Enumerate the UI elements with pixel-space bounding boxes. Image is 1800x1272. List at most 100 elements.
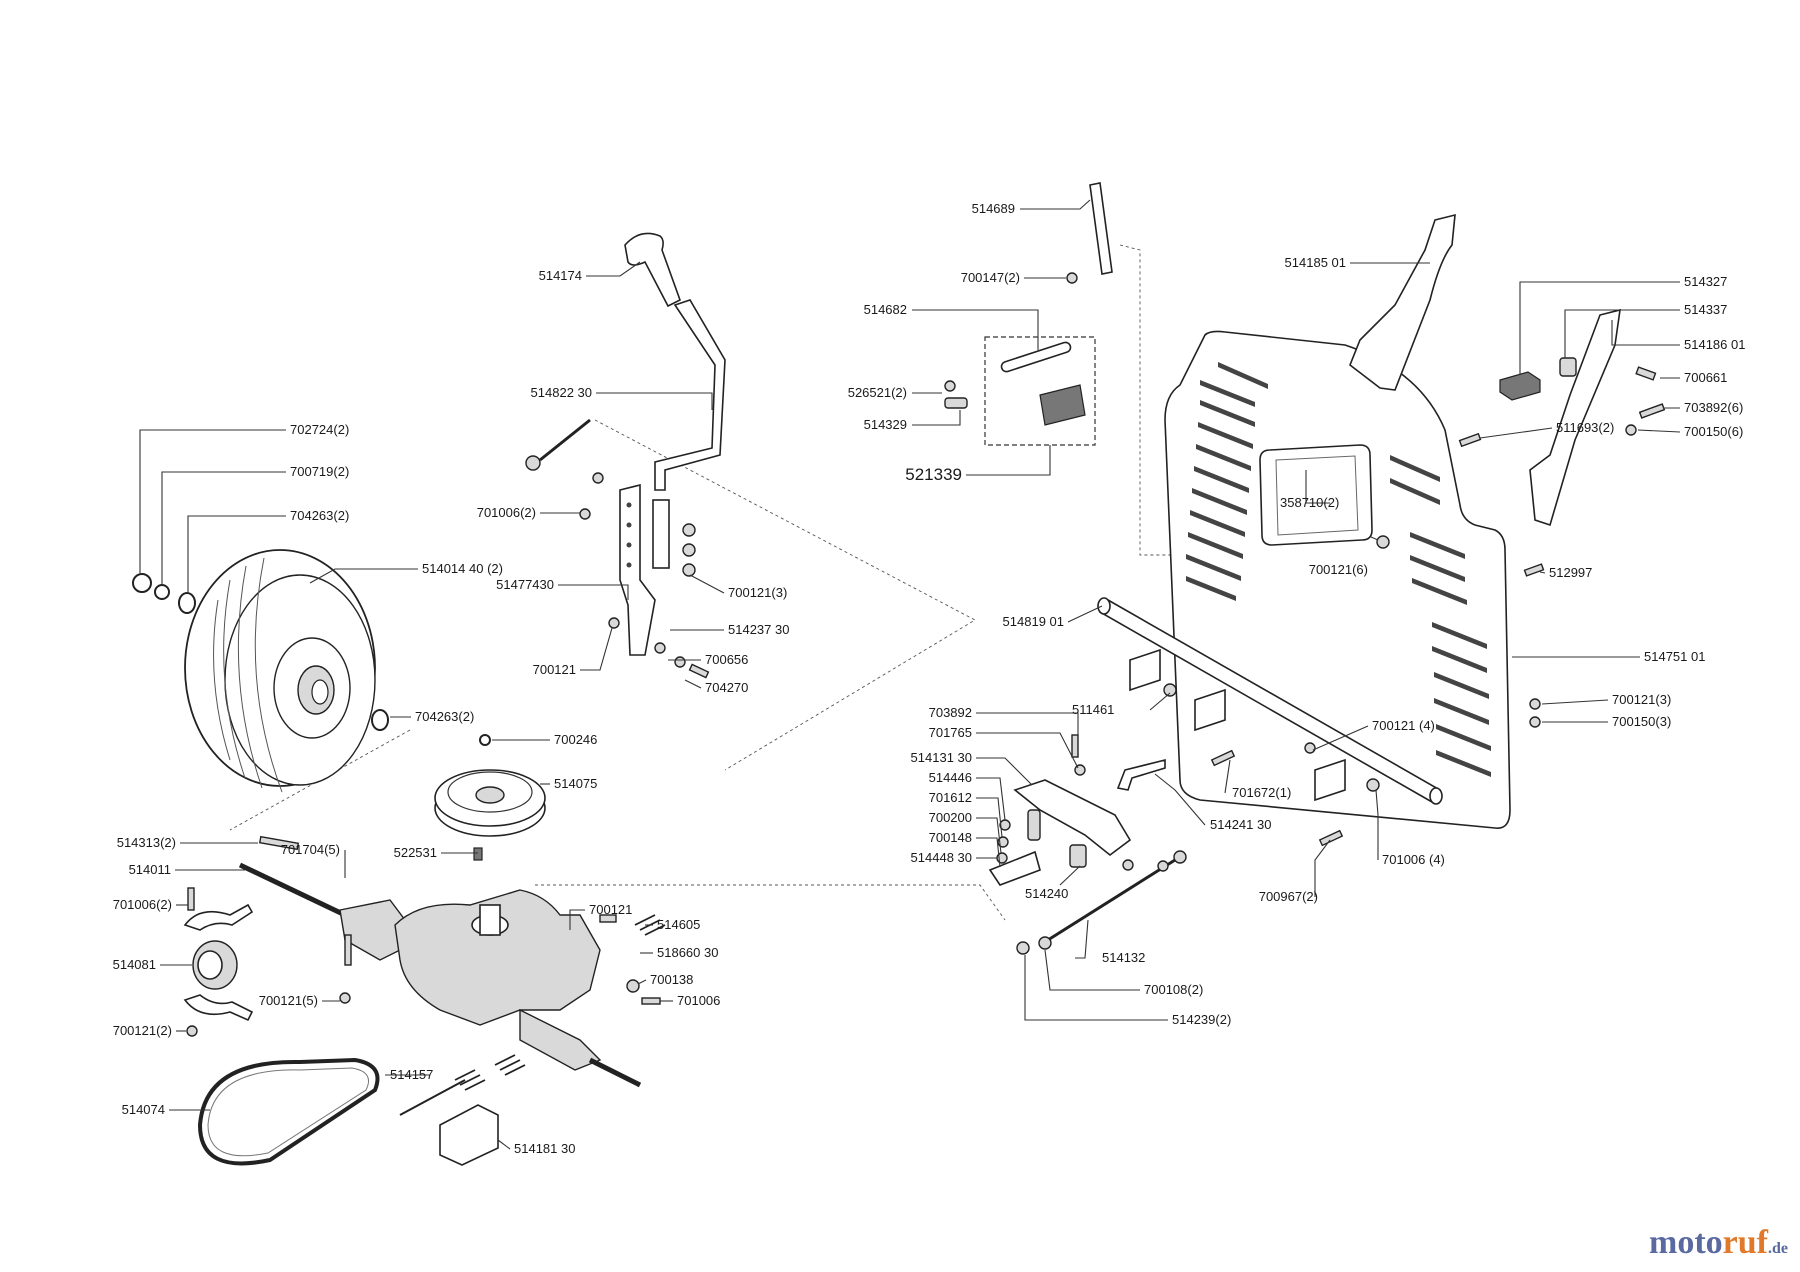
brake-linkage (988, 734, 1166, 886)
strap-514682 (1000, 341, 1072, 373)
watermark-part1: moto (1649, 1224, 1723, 1261)
label-514075: 514075 (554, 776, 597, 791)
lever-assembly (525, 232, 726, 679)
label-514186: 514186 01 (1684, 337, 1745, 352)
label-700108: 700108(2) (1144, 982, 1203, 997)
pulley (434, 734, 546, 861)
label-700148: 700148 (929, 830, 972, 845)
label-704270: 704270 (705, 680, 748, 695)
label-700138: 700138 (650, 972, 693, 987)
label-704263b: 704263(2) (415, 709, 474, 724)
drive-belt (197, 1057, 380, 1166)
plate-louvres (1186, 362, 1491, 777)
bolt-703892 (1638, 403, 1666, 419)
label-514329: 514329 (864, 417, 907, 432)
label-514313: 514313(2) (117, 835, 176, 850)
nut-700121-6 (1376, 535, 1390, 549)
bolt-512997 (1523, 563, 1545, 577)
label-704263a: 704263(2) (290, 508, 349, 523)
label-701006-2b: 701006(2) (113, 897, 172, 912)
label-703892: 703892 (929, 705, 972, 720)
label-514689: 514689 (972, 201, 1015, 216)
label-514446: 514446 (929, 770, 972, 785)
label-701006-4: 701006 (4) (1382, 852, 1445, 867)
leader-lines (139, 199, 1681, 1150)
label-701704: 701704(5) (281, 842, 340, 857)
label-700121-6: 700121(6) (1309, 562, 1368, 577)
watermark-part2: ruf (1722, 1224, 1768, 1261)
label-703892-6: 703892(6) (1684, 400, 1743, 415)
strap-514689 (1089, 182, 1113, 275)
label-514237: 514237 30 (728, 622, 789, 637)
kit-521339-box (984, 336, 1096, 446)
label-700656: 700656 (705, 652, 748, 667)
label-526521: 526521(2) (848, 385, 907, 400)
label-522531: 522531 (394, 845, 437, 860)
label-700719: 700719(2) (290, 464, 349, 479)
label-700121b: 700121 (589, 902, 632, 917)
label-514822: 514822 30 (531, 385, 592, 400)
label-514185: 514185 01 (1285, 255, 1346, 270)
label-700246: 700246 (554, 732, 597, 747)
label-514682: 514682 (864, 302, 907, 317)
nut-700147 (1066, 272, 1078, 284)
bearing-bracket (183, 887, 254, 1037)
label-514132: 514132 (1102, 950, 1145, 965)
axle-tube (1097, 597, 1443, 847)
switch-514329 (1039, 384, 1086, 426)
label-511693: 511693(2) (1556, 420, 1614, 435)
label-512997: 512997 (1549, 565, 1592, 580)
washer-700150-r (1529, 716, 1541, 728)
label-700967: 700967(2) (1259, 889, 1318, 904)
label-700150-6: 700150(6) (1684, 424, 1743, 439)
bolt-511693 (1458, 432, 1482, 448)
part-labels: 514689 700147(2) 514682 526521(2) 514329… (113, 201, 1746, 1156)
label-514751: 514751 01 (1644, 649, 1705, 664)
clip-526521 (944, 380, 956, 392)
label-700121-4: 700121 (4) (1372, 718, 1435, 733)
label-701765: 701765 (929, 725, 972, 740)
label-701006-2a: 701006(2) (477, 505, 536, 520)
label-518660: 518660 30 (657, 945, 718, 960)
label-701612: 701612 (929, 790, 972, 805)
label-514081: 514081 (113, 957, 156, 972)
label-358710: 358710(2) (1280, 495, 1339, 510)
watermark-logo: motoruf.de (1649, 1224, 1788, 1262)
label-701672: 701672(1) (1232, 785, 1291, 800)
label-514448: 514448 30 (911, 850, 972, 865)
label-700147: 700147(2) (961, 270, 1020, 285)
label-521339: 521339 (905, 465, 962, 484)
cover-514337 (1559, 357, 1577, 377)
label-514240: 514240 (1025, 886, 1068, 901)
tension-bracket (399, 1069, 499, 1166)
rear-plate (1164, 330, 1511, 829)
label-700121-3r: 700121(3) (1612, 692, 1671, 707)
label-514819: 514819 01 (1003, 614, 1064, 629)
transaxle (238, 835, 666, 1088)
label-514337: 514337 (1684, 302, 1727, 317)
label-700200: 700200 (929, 810, 972, 825)
washer-700150 (1625, 424, 1637, 436)
switch-514327 (1499, 371, 1541, 401)
pin-700661 (1635, 366, 1657, 381)
label-511461: 511461 (1072, 702, 1114, 717)
label-514241: 514241 30 (1210, 817, 1271, 832)
label-514239: 514239(2) (1172, 1012, 1231, 1027)
label-700121-3l: 700121(3) (728, 585, 787, 600)
label-514131: 514131 30 (911, 750, 972, 765)
label-514327: 514327 (1684, 274, 1727, 289)
label-701006: 701006 (677, 993, 720, 1008)
label-514605: 514605 (657, 917, 700, 932)
nut-700121 (1529, 698, 1541, 710)
label-51477430: 51477430 (496, 577, 554, 592)
label-514011: 514011 (129, 862, 171, 877)
label-702724: 702724(2) (290, 422, 349, 437)
label-700121-2: 700121(2) (113, 1023, 172, 1038)
label-700661: 700661 (1684, 370, 1727, 385)
label-700150-3: 700150(3) (1612, 714, 1671, 729)
label-700121a: 700121 (533, 662, 576, 677)
watermark-part3: .de (1768, 1240, 1788, 1257)
label-514014: 514014 40 (2) (422, 561, 503, 576)
connector (944, 397, 968, 409)
